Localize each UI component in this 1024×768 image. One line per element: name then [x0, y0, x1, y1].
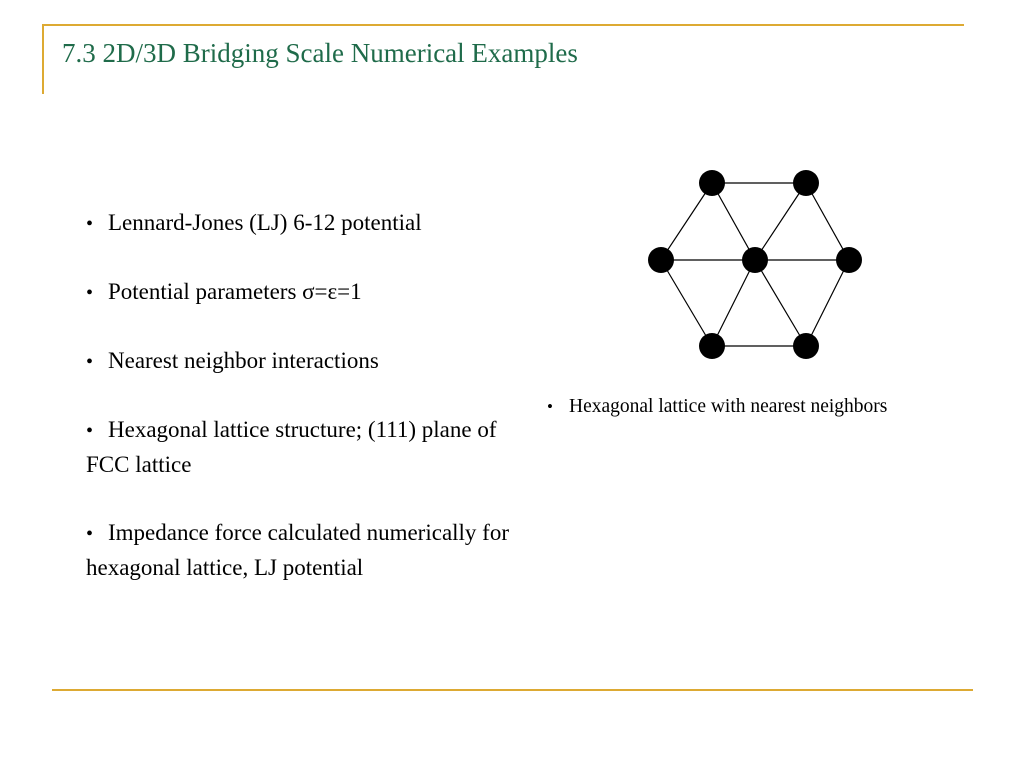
lattice-atom [699, 333, 725, 359]
top-divider [42, 24, 964, 26]
bullet-list: • Lennard-Jones (LJ) 6-12 potential • Pote… [86, 206, 526, 585]
bond-line [754, 259, 807, 347]
lattice-atom [836, 247, 862, 273]
bond-line [711, 259, 756, 347]
bond-line [660, 182, 713, 261]
bullet-marker: • [547, 397, 553, 416]
caption-text: Hexagonal lattice with nearest neighbors [569, 396, 888, 417]
bullet-marker: • [86, 351, 94, 373]
bullet-marker: • [86, 523, 94, 545]
lattice-atom [648, 247, 674, 273]
slide-title: 7.3 2D/3D Bridging Scale Numerical Examp… [62, 38, 578, 68]
hexagonal-lattice-diagram [648, 170, 862, 359]
bullet-text: Lennard-Jones (LJ) 6-12 potential [108, 210, 422, 235]
bullet-text: Impedance force calculated numerically f… [86, 520, 509, 580]
bullet-text: Nearest neighbor interactions [108, 348, 379, 373]
bond-line [660, 259, 713, 347]
bullet-text: Potential parameters σ=ε=1 [108, 279, 362, 304]
bond-line [805, 259, 850, 347]
lattice-atom [699, 170, 725, 196]
lattice-atom [793, 333, 819, 359]
figure-caption: • Hexagonal lattice with nearest neighbor… [547, 394, 887, 420]
bullet-item: • Lennard-Jones (LJ) 6-12 potential [86, 206, 526, 241]
bullet-marker: • [86, 213, 94, 235]
lattice-atom-center [742, 247, 768, 273]
bond-line [805, 182, 850, 261]
lattice-atom [793, 170, 819, 196]
bullet-item: •Hexagonal lattice structure; (111) plan… [86, 413, 526, 482]
bullet-item: • Potential parameters σ=ε=1 [86, 275, 526, 310]
bullet-item: • Nearest neighbor interactions [86, 344, 526, 379]
bottom-divider [52, 689, 973, 691]
bullet-text: Hexagonal lattice structure; (111) plane… [86, 417, 497, 477]
bond-line [711, 182, 756, 261]
bullet-marker: • [86, 420, 94, 442]
bond-line [754, 182, 807, 261]
bullet-marker: • [86, 282, 94, 304]
bullet-item: •Impedance force calculated numerically … [86, 516, 526, 585]
title-accent-bar [42, 24, 44, 94]
